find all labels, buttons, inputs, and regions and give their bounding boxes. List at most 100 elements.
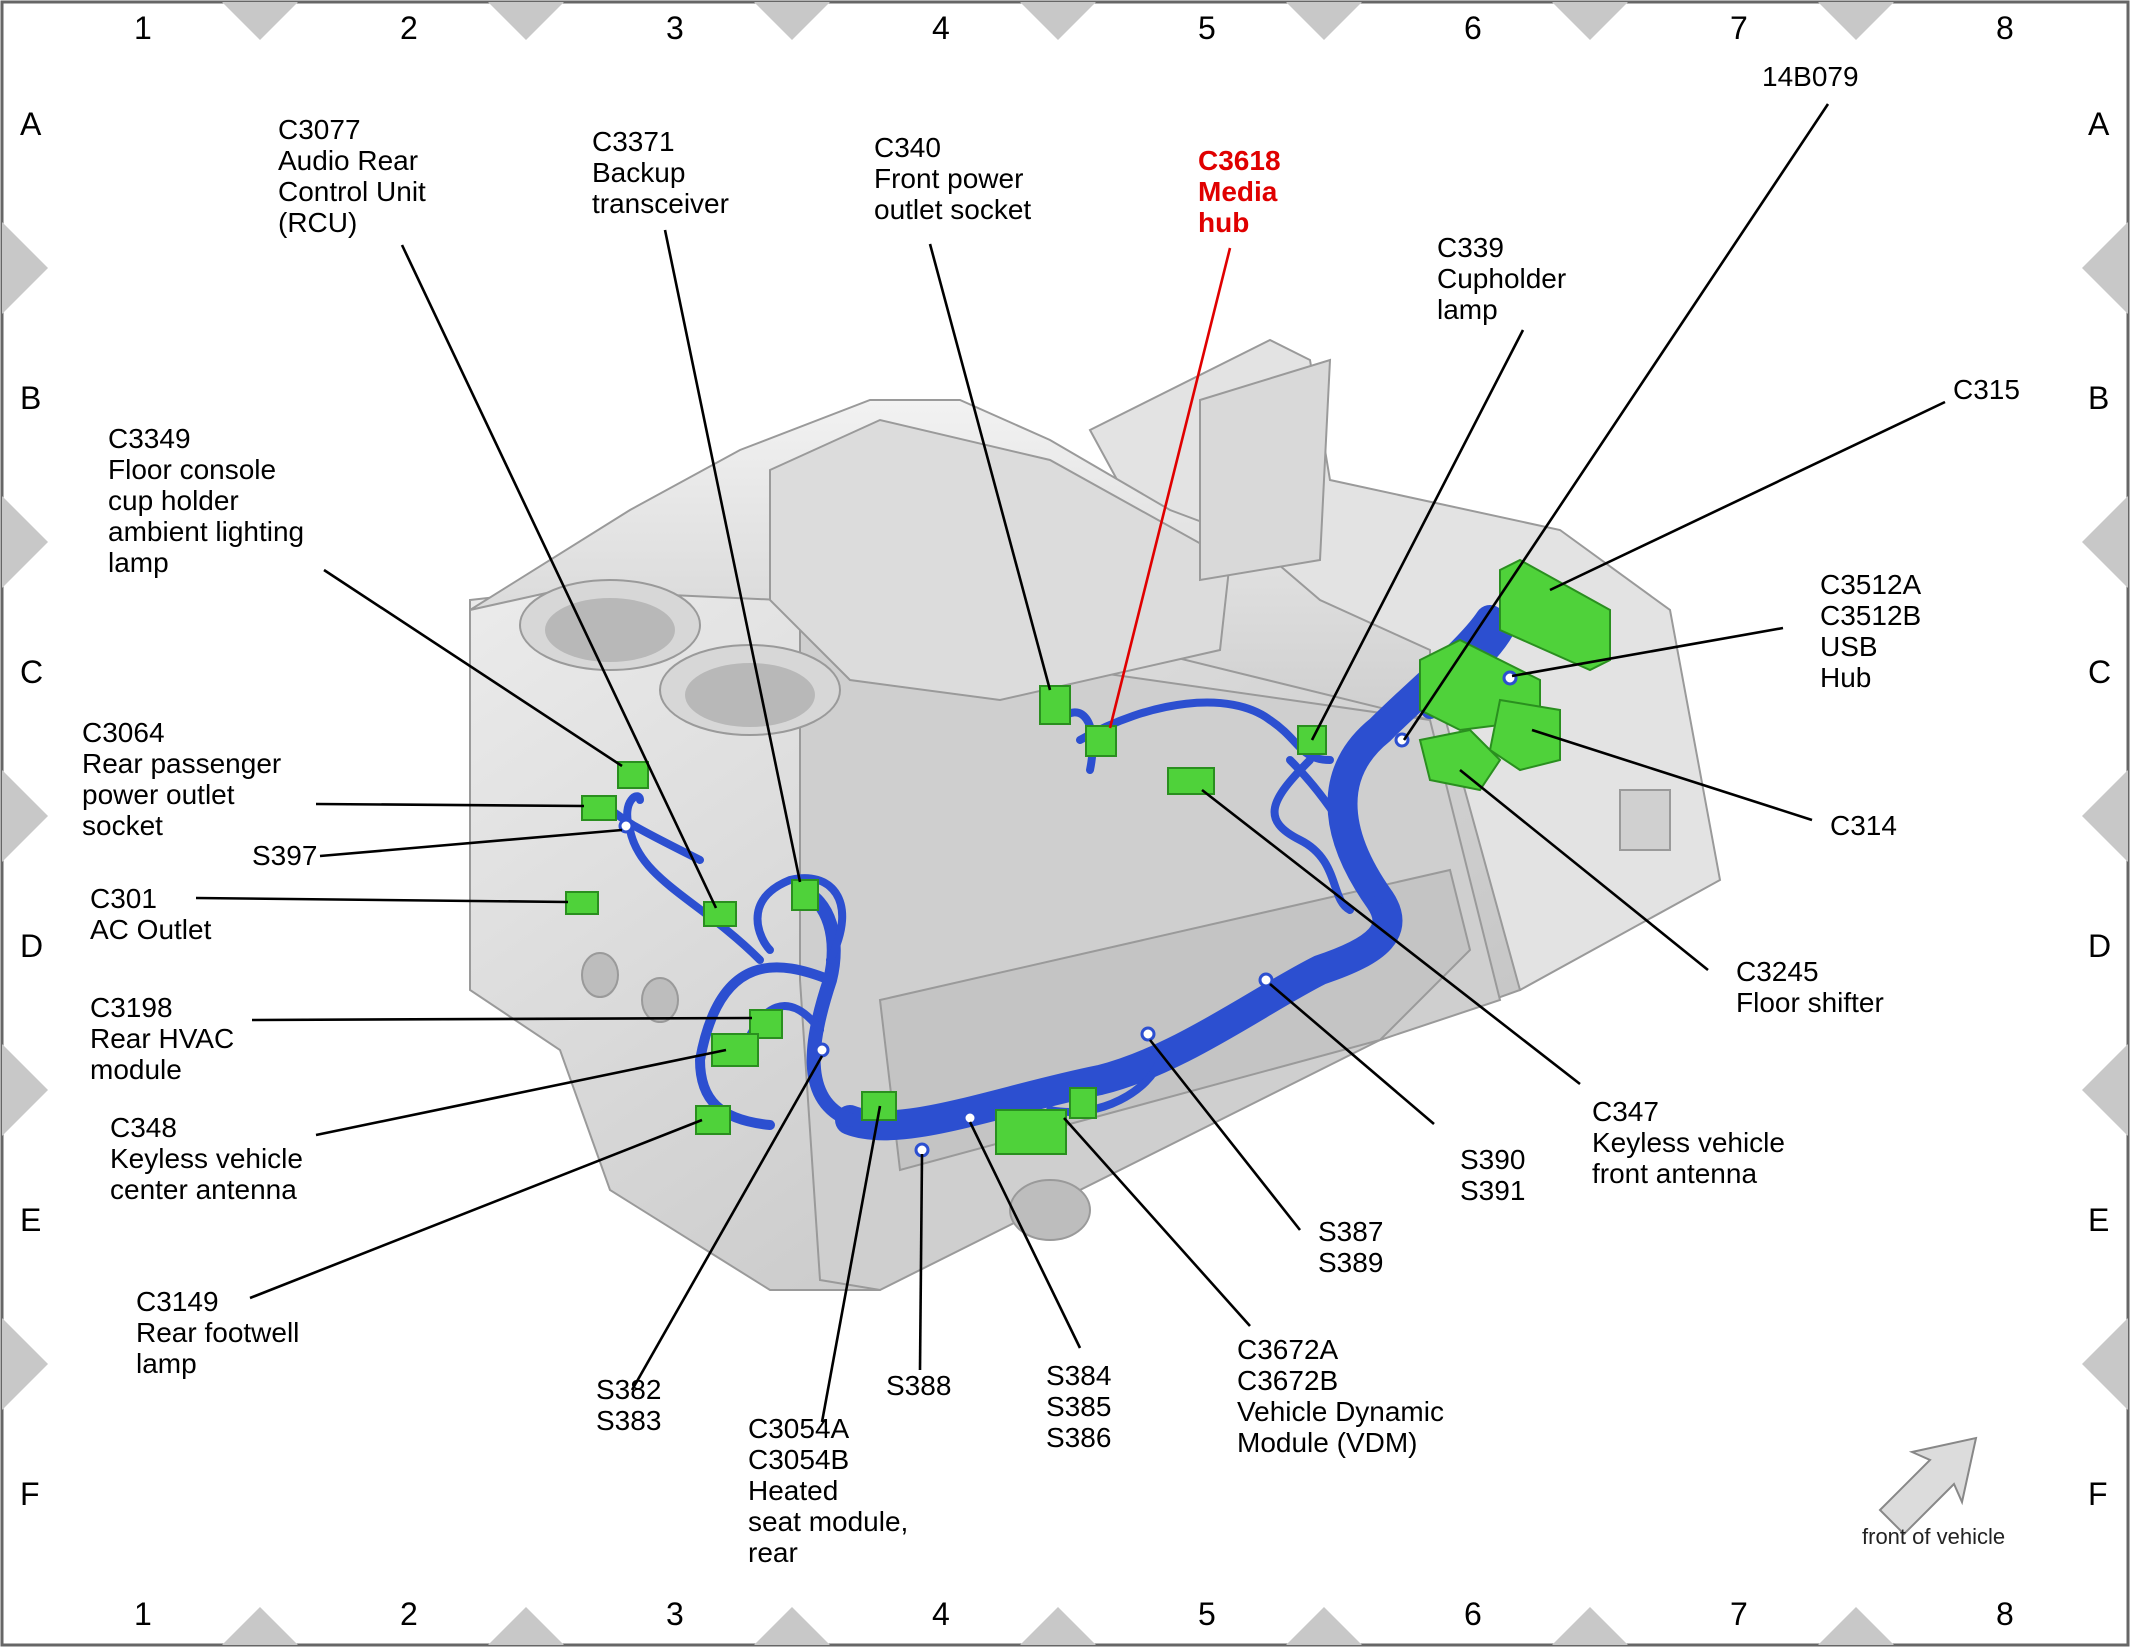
connector-c348: [711, 1033, 759, 1067]
grid-col-1-bottom: 1: [134, 1596, 152, 1632]
grid-col-5-bottom: 5: [1198, 1596, 1216, 1632]
leader-lines: [195, 103, 1946, 1423]
leader-c348: [315, 1048, 727, 1137]
leader-c301: [195, 896, 569, 904]
connector-c3077: [703, 901, 737, 927]
leader-s397: [319, 828, 623, 858]
leader-c3149: [249, 1118, 703, 1300]
splice-s397: [618, 818, 634, 834]
leader-c3618: [1108, 247, 1232, 729]
connector-c3064: [581, 795, 617, 821]
leader-c3198: [251, 1016, 753, 1022]
grid-row-e-right: E: [2088, 1202, 2110, 1238]
leader-s384: [968, 1121, 1082, 1349]
grid-col-7-bottom: 7: [1730, 1596, 1748, 1632]
connector-c301: [565, 891, 599, 915]
leader-c3054: [820, 1105, 882, 1423]
leader-c3672: [1063, 1117, 1251, 1327]
grid-row-c-right: C: [2088, 654, 2112, 690]
grid-row-e-left: E: [20, 1202, 42, 1238]
connector-c3245: [1418, 728, 1502, 792]
grid-col-8-top: 8: [1996, 10, 2014, 46]
label-s397: S397: [252, 840, 318, 871]
grid-col-6-top: 6: [1464, 10, 1482, 46]
console-lid: [769, 418, 1232, 702]
leader-c3512: [1511, 626, 1784, 678]
leader-c340: [928, 243, 1052, 691]
grid-col-4-bottom: 4: [932, 1596, 950, 1632]
grid-row-a-right: A: [2088, 106, 2110, 142]
splice-s382: [814, 1042, 830, 1058]
grid-col-2-bottom: 2: [400, 1596, 418, 1632]
grid-col-1-top: 1: [134, 10, 152, 46]
connector-c3672b: [1069, 1087, 1097, 1119]
leader-c347: [1201, 788, 1581, 1086]
grid-col-4-top: 4: [932, 10, 950, 46]
splice-c3512: [1502, 670, 1518, 686]
leader-c3349: [323, 568, 623, 768]
grid-row-a-left: A: [20, 106, 42, 142]
leader-s387: [1148, 1039, 1302, 1231]
leader-c314: [1531, 728, 1813, 822]
label-c314: C314: [1830, 810, 1897, 841]
leader-s390: [1269, 983, 1435, 1125]
splice-s387: [1140, 1026, 1156, 1042]
connector-c3618: [1085, 725, 1117, 757]
main-trunk: [835, 605, 1505, 1141]
leader-c3077: [400, 244, 718, 909]
grid-col-5-top: 5: [1198, 10, 1216, 46]
connector-c315: [1499, 558, 1611, 672]
grid-row-d-left: D: [20, 928, 44, 964]
grid-col-2-top: 2: [400, 10, 418, 46]
connector-c3672: [995, 1109, 1067, 1155]
label-c315: C315: [1953, 374, 2020, 405]
grid-row-c-left: C: [20, 654, 44, 690]
grid-row-d-right: D: [2088, 928, 2112, 964]
console-body: [469, 338, 1722, 1292]
connector-c3349: [617, 761, 649, 789]
connector-c3371: [791, 879, 819, 911]
front-of-vehicle-arrow: [1878, 1436, 1978, 1536]
leader-c3064: [315, 802, 585, 808]
grid-row-b-right: B: [2088, 380, 2110, 416]
leader-s382: [630, 1055, 824, 1391]
leader-c3245: [1459, 768, 1709, 972]
splice-s390: [1258, 972, 1274, 988]
grid-row-b-left: B: [20, 380, 42, 416]
splices: [618, 670, 1518, 1158]
grid-row-f-right: F: [2088, 1476, 2108, 1512]
leader-s388: [918, 1153, 924, 1371]
leader-c3371: [663, 229, 802, 883]
connectors: [565, 558, 1611, 1155]
grid-col-8-bottom: 8: [1996, 1596, 2014, 1632]
leader-14b079: [1402, 103, 1830, 741]
grid-col-7-top: 7: [1730, 10, 1748, 46]
grid-col-3-bottom: 3: [666, 1596, 684, 1632]
grid-row-f-left: F: [20, 1476, 40, 1512]
grid-col-6-bottom: 6: [1464, 1596, 1482, 1632]
label-14b079: 14B079: [1762, 61, 1859, 92]
grid-col-3-top: 3: [666, 10, 684, 46]
connector-c340: [1039, 685, 1071, 725]
